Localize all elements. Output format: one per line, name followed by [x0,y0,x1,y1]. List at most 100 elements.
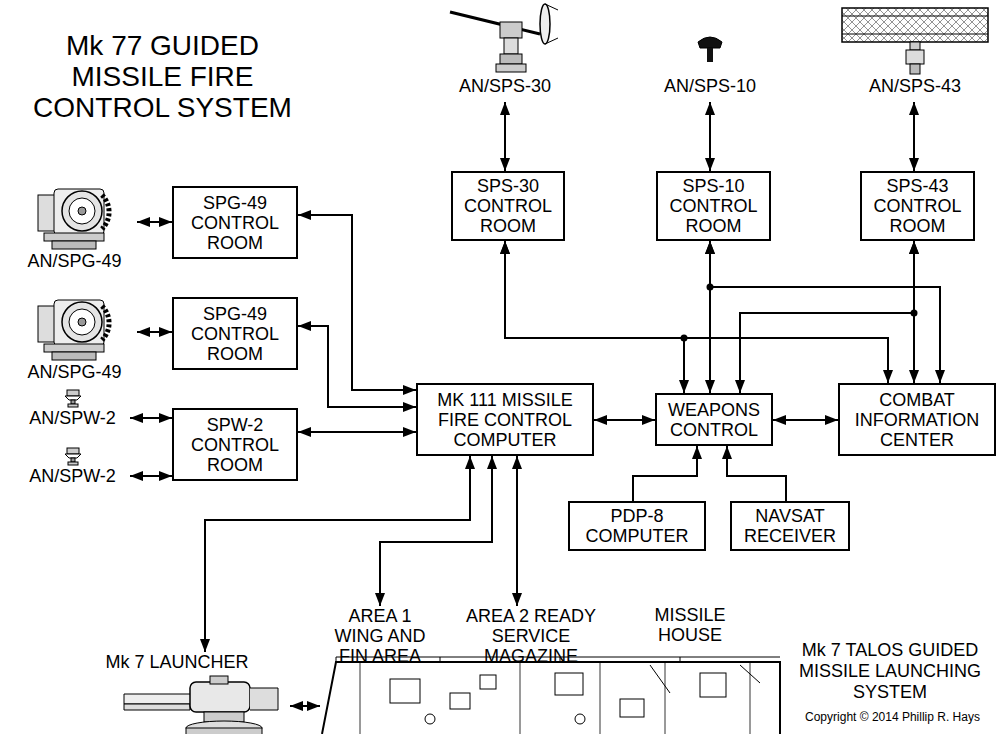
drawing-part [906,50,924,64]
drawing-part [44,344,104,352]
drawing-part [707,48,713,62]
drawing-part [30,296,120,362]
antenna-icon [62,388,84,408]
drawing-part [575,714,585,724]
connector-arrow [290,705,320,707]
equipment-node: AN/SPW-2 [15,388,130,430]
process-box: MK 111 MISSILE FIRE CONTROL COMPUTER [416,383,594,456]
node-label: Mk 7 LAUNCHER [105,652,248,672]
system-caption: Mk 7 TALOS GUIDED MISSILE LAUNCHING SYST… [790,640,990,703]
node-label: PDP-8 COMPUTER [570,506,704,546]
process-box: NAVSAT RECEIVER [730,501,850,551]
diagram-title: Mk 77 GUIDED MISSILE FIRE CONTROL SYSTEM [20,30,305,123]
process-box: SPG-49 CONTROL ROOM [172,186,298,259]
node-label: AN/SPW-2 [29,408,116,428]
drawing-part [186,721,262,734]
drawing-part [54,300,104,346]
drawing-part [130,102,940,706]
drawing-part [450,12,540,34]
node-label: MK 111 MISSILE FIRE CONTROL COMPUTER [418,390,592,450]
drawing-part [78,318,86,326]
equipment-node: AN/SPG-49 [12,296,137,388]
drawing-part [320,653,785,734]
drawing-part [62,191,102,231]
drawing-part [120,674,290,734]
process-box: SPS-10 CONTROL ROOM [656,171,771,241]
node-label: WEAPONS CONTROL [657,400,771,440]
drawing-part [480,675,496,689]
area-label-node: AREA 1 WING AND FIN AREA [330,606,430,668]
drawing-part [54,189,104,235]
connector-arrow [137,331,172,333]
connector-arrow [298,326,416,407]
drawing-part [540,4,550,44]
connector-arrow [298,431,416,433]
equipment-node: AN/SPS-43 [840,2,990,102]
drawing-part [65,396,81,400]
antenna-icon [690,2,730,76]
equipment-node: AN/SPG-49 [12,185,137,277]
connector-arrow [709,102,711,171]
drawing-part [425,714,435,724]
antenna-icon [440,2,570,76]
drawing-part [69,198,95,224]
copyright-note: Copyright © 2014 Phillip R. Hays [790,710,995,724]
drawing-part [681,335,688,342]
drawing-part [504,38,518,54]
drawing-part [186,728,262,734]
connector-arrow [913,102,915,171]
node-label: SPS-30 CONTROL ROOM [453,176,563,236]
antenna-icon [62,446,84,466]
connector-arrow [773,419,838,421]
drawing-part [67,390,79,396]
drawing-part [322,662,780,734]
drawing-part [650,665,760,693]
drawing-part [102,195,109,229]
equipment-node: AN/SPS-10 [655,2,765,102]
connector-arrow [137,221,172,223]
drawing-part [390,679,420,703]
connector-arrow [380,456,492,606]
drawing-part [450,693,470,709]
node-label: SPS-43 CONTROL ROOM [862,176,973,236]
drawing-part [65,454,81,458]
drawing-part [840,2,990,76]
drawing-part [496,64,526,72]
equipment-node: AN/SPW-2 [15,446,130,488]
launcher-icon [120,674,290,734]
drawing-part [842,8,988,42]
drawing-part [52,241,96,249]
node-label: AN/SPS-30 [459,76,551,96]
drawing-part [620,699,644,717]
process-box: SPG-49 CONTROL ROOM [172,297,298,370]
process-box: WEAPONS CONTROL [655,393,773,446]
drawing-part [698,37,722,48]
drawing-part [52,352,96,360]
drawing-part [71,458,75,462]
drawing-part [336,657,780,662]
antenna-icon [840,2,990,76]
process-box: SPS-30 CONTROL ROOM [451,171,565,241]
node-label: COMBAT INFORMATION CENTER [840,390,994,450]
node-label: NAVSAT RECEIVER [732,506,848,546]
process-box: COMBAT INFORMATION CENTER [838,383,996,456]
junction-dots [681,284,918,342]
drawing-part [68,404,78,407]
drawing-part [500,54,522,64]
antenna-icon [30,296,120,362]
connector-arrow [205,456,470,652]
drawing-part [250,688,278,710]
drawing-part [440,2,570,76]
connector-arrow [504,102,506,171]
antenna-icon [30,185,120,251]
drawing-part [67,448,79,454]
connector-arrow [130,475,172,477]
drawing-part [78,207,86,215]
node-label: SPG-49 CONTROL ROOM [174,304,296,364]
drawing-part [210,676,228,684]
connector-arrow [298,215,416,390]
drawing-part [690,2,730,76]
drawing-part [360,662,750,734]
node-label: AN/SPS-43 [869,76,961,96]
